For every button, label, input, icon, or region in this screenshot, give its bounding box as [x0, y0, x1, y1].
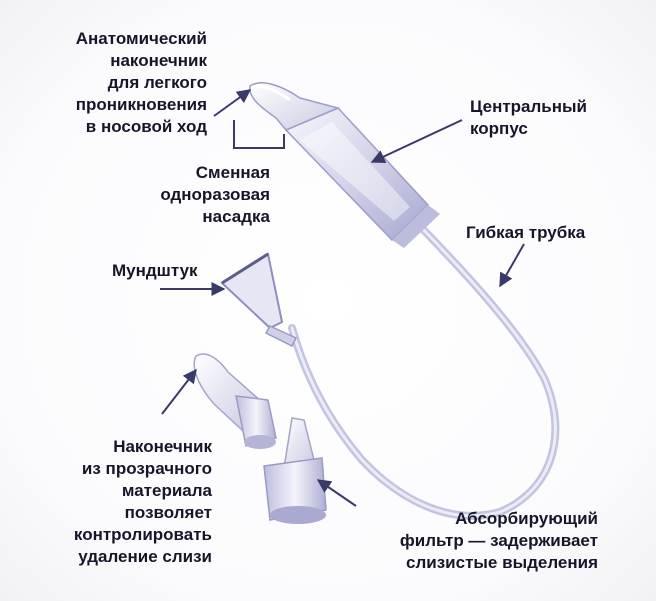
arrow-clear-tip — [161, 368, 197, 415]
label-mouthpiece: Мундштук — [112, 261, 198, 280]
flexible-tube-highlight — [290, 216, 557, 518]
label-central-body: Центральный корпус — [470, 97, 587, 138]
label-anatomical-tip: Анатомический наконечник для легкого про… — [75, 29, 207, 136]
label-clear-tip: Наконечник из прозрачного материала позв… — [73, 437, 212, 566]
anatomical-tip — [249, 82, 341, 131]
arrow-tip — [213, 89, 252, 117]
label-flexible-tube: Гибкая трубка — [466, 223, 586, 242]
arrow-body — [370, 119, 463, 164]
label-absorbent-filter: Абсорбирующий фильтр — задерживает слизи… — [399, 509, 598, 572]
arrow-tube — [499, 243, 525, 288]
flexible-tube — [288, 214, 560, 520]
spare-nozzle-2 — [263, 417, 327, 524]
spare-nozzle-1 — [193, 353, 277, 449]
label-replaceable-nozzle: Сменная одноразовая насадка — [160, 163, 270, 226]
central-body — [284, 107, 440, 248]
nozzle-bracket — [233, 120, 285, 149]
arrow-filter — [316, 479, 357, 507]
mouthpiece — [220, 252, 298, 348]
